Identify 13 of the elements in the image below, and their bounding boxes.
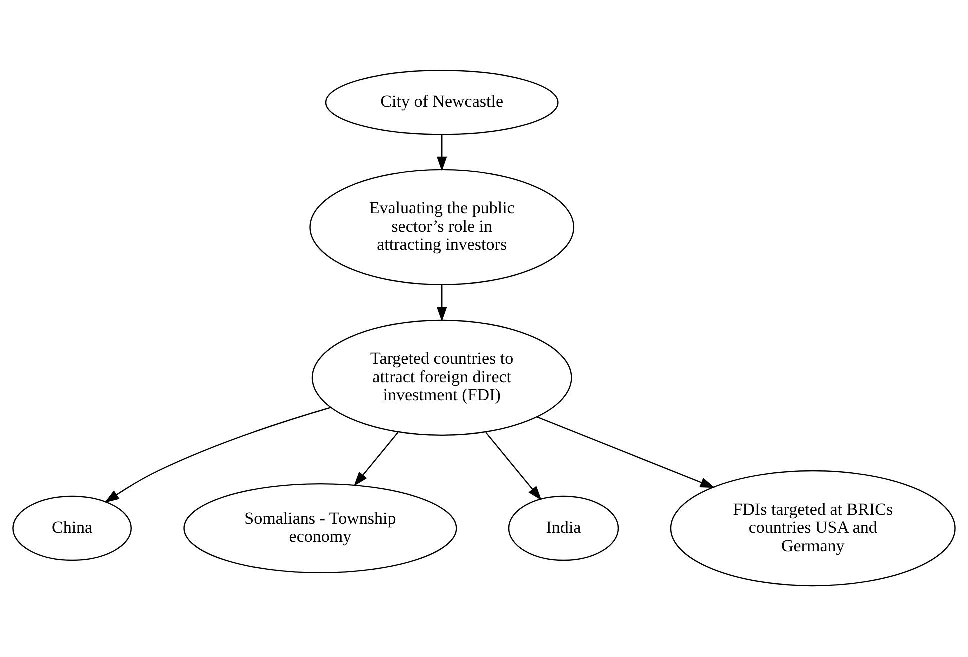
node-ellipse: Targeted countries to attract foreign direct investment (FDI) xyxy=(312,320,572,436)
node-ellipse: FDIs targeted at BRICs countries USA and Germany xyxy=(670,470,956,587)
arrow xyxy=(486,432,542,501)
arrow xyxy=(104,407,331,504)
node-ellipse: China xyxy=(12,496,132,562)
node-ellipse: City of Newcastle xyxy=(325,70,559,136)
node-ellipse: Evaluating the public sector’s role in attracting investors xyxy=(310,169,575,286)
arrow xyxy=(436,134,448,172)
node-ellipse: Somalians - Township economy xyxy=(184,483,458,574)
arrow xyxy=(537,416,716,488)
arrow xyxy=(354,432,399,486)
node-ellipse: India xyxy=(508,496,620,562)
arrow xyxy=(436,285,448,322)
